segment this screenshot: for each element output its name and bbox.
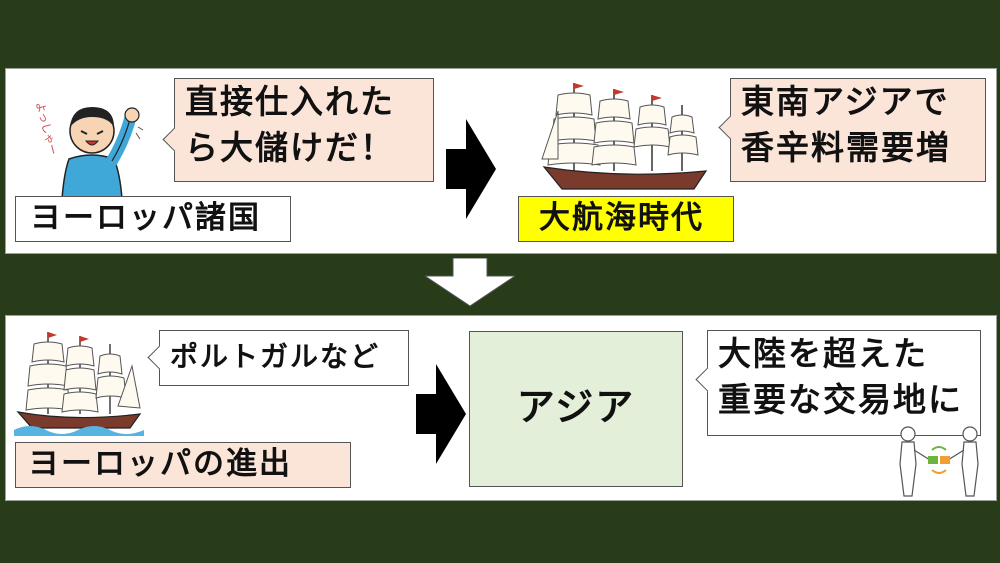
era-label: 大航海時代 (518, 196, 734, 242)
sailing-ship-icon (534, 75, 709, 193)
shout-text: よっしゃー (33, 100, 60, 156)
asia-speech-bubble: 東南アジアで 香辛料需要増 (718, 78, 986, 182)
sailing-ship-icon (14, 326, 144, 436)
asia-label-text: アジア (516, 385, 636, 429)
europe-speech-bubble: 直接仕入れた ら大儲けだ！ (162, 78, 434, 182)
country-speech-text: ポルトガルなど (170, 340, 381, 373)
europe-label: ヨーロッパ諸国 (15, 196, 291, 242)
country-speech-bubble: ポルトガルなど (147, 330, 409, 386)
europe-speech-line2: ら大儲けだ！ (185, 128, 395, 167)
era-label-text: 大航海時代 (539, 200, 704, 236)
bottom-panel: ポルトガルなど ヨーロッパの進出 アジア 大陸を超えた 重要な交易地に (5, 315, 997, 501)
asia-speech-line1: 東南アジアで (741, 82, 950, 121)
trade-speech-line1: 大陸を超えた (718, 334, 928, 373)
right-arrow-icon (416, 364, 466, 464)
cheering-man-icon: よっしゃー (24, 81, 144, 201)
trade-handshake-icon (894, 424, 984, 498)
asia-box: アジア (469, 331, 683, 487)
advance-label: ヨーロッパの進出 (15, 442, 351, 488)
trade-speech-bubble: 大陸を超えた 重要な交易地に (695, 330, 981, 436)
advance-label-text: ヨーロッパの進出 (28, 446, 292, 482)
trade-speech-line2: 重要な交易地に (718, 380, 963, 419)
top-panel: よっしゃー 直接仕入れた ら大儲けだ！ ヨーロッパ諸国 (5, 68, 997, 254)
europe-speech-line1: 直接仕入れた (185, 82, 395, 121)
asia-speech-line2: 香辛料需要増 (741, 128, 951, 167)
right-arrow-icon (446, 119, 496, 219)
europe-label-text: ヨーロッパ諸国 (30, 200, 261, 236)
down-arrow-icon (425, 258, 515, 308)
